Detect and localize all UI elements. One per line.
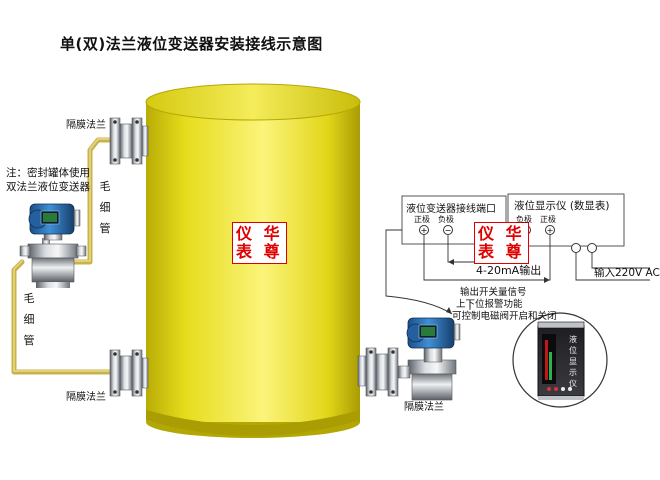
flange-label-top-left: 隔膜法兰 — [66, 120, 106, 131]
switch-note-line-1: 输出开关量信号 — [460, 287, 527, 298]
svg-text:−: − — [445, 226, 452, 235]
flange-label-bottom-right: 隔膜法兰 — [404, 402, 444, 413]
top-left-flange — [109, 117, 149, 165]
meter-label: 液 位 显 示 仪 — [569, 335, 577, 388]
watermark-stamp: 仪 华 表 尊 — [232, 222, 287, 264]
right-transmitter-icon — [397, 317, 461, 401]
terminal-pos-label: 正极 — [414, 215, 430, 224]
svg-text:+: + — [421, 226, 428, 235]
signal-output-label: 4-20mA输出 — [476, 264, 542, 277]
bottom-left-flange — [109, 349, 149, 397]
bottom-right-flange — [357, 347, 399, 397]
meter-callout — [512, 312, 608, 408]
capillary-label-upper: 毛 细 管 — [99, 180, 111, 235]
note-line-2: 双法兰液位变送器 — [6, 181, 90, 193]
display-box-title: 液位显示仪 (数显表) — [514, 200, 610, 212]
terminal-box-title: 液位变送器接线端口 — [406, 204, 496, 215]
capillary-label-lower: 毛 细 管 — [23, 292, 35, 347]
flange-label-bottom-left: 隔膜法兰 — [66, 392, 106, 403]
note-line-1: 注：密封罐体使用 — [6, 167, 90, 179]
switch-note-line-3: 可控制电磁阀开启和关闭 — [452, 311, 557, 322]
switch-note-line-2: 上下位报警功能 — [456, 299, 523, 310]
watermark-stamp-right: 仪 华 表 尊 — [474, 222, 529, 264]
page-title: 单(双)法兰液位变送器安装接线示意图 — [60, 35, 323, 53]
svg-text:+: + — [547, 226, 554, 235]
left-transmitter-icon — [19, 203, 87, 288]
power-input-label: 输入220V AC — [594, 267, 660, 279]
terminal-neg-label: 负极 — [438, 215, 454, 224]
display-neg-label: 负极 — [516, 215, 532, 224]
display-pos-label: 正极 — [540, 215, 556, 224]
